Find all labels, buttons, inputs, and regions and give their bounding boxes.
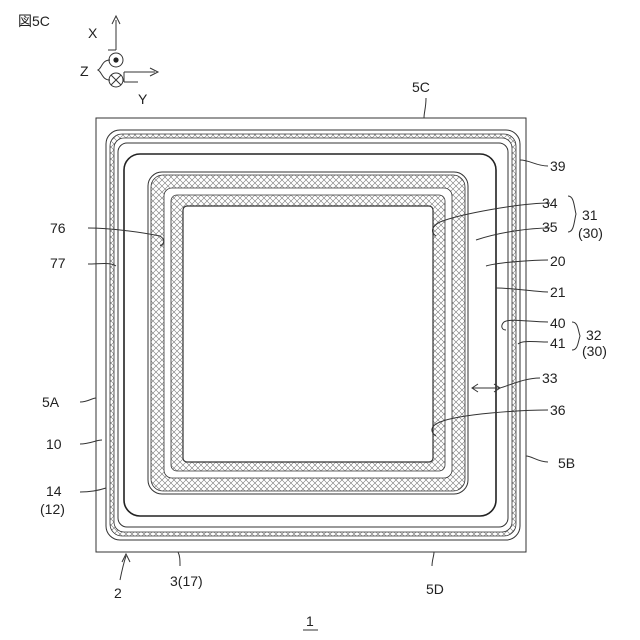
axis-x-label: X [88, 25, 98, 41]
label-31-group: (30) [578, 225, 603, 241]
label-5b: 5B [558, 455, 575, 471]
label-5a: 5A [42, 394, 60, 410]
label-5d: 5D [426, 581, 444, 597]
label-14: 14 [46, 483, 62, 499]
label-34: 34 [542, 195, 558, 211]
label-76: 76 [50, 220, 66, 236]
label-35: 35 [542, 219, 558, 235]
label-41: 41 [550, 335, 566, 351]
label-32: 32 [586, 327, 602, 343]
label-3-17: 3(17) [170, 573, 203, 589]
label-31: 31 [582, 207, 598, 223]
label-36: 36 [550, 402, 566, 418]
axis-indicator: X Z Y [80, 16, 158, 107]
figure-reference-number: 1 [306, 613, 314, 629]
label-20: 20 [550, 253, 566, 269]
label-40: 40 [550, 315, 566, 331]
axis-y-label: Y [138, 91, 148, 107]
label-21: 21 [550, 284, 566, 300]
label-39: 39 [550, 158, 566, 174]
label-5c: 5C [412, 79, 430, 95]
label-32-group: (30) [582, 343, 607, 359]
device-plan-view [96, 118, 526, 552]
label-14-group: (12) [40, 501, 65, 517]
label-10: 10 [46, 436, 62, 452]
figure-title: 図5C [18, 13, 50, 29]
axis-z-label: Z [80, 63, 89, 79]
label-77: 77 [50, 255, 66, 271]
label-2: 2 [114, 585, 122, 601]
label-33: 33 [542, 370, 558, 386]
central-region [183, 206, 433, 462]
